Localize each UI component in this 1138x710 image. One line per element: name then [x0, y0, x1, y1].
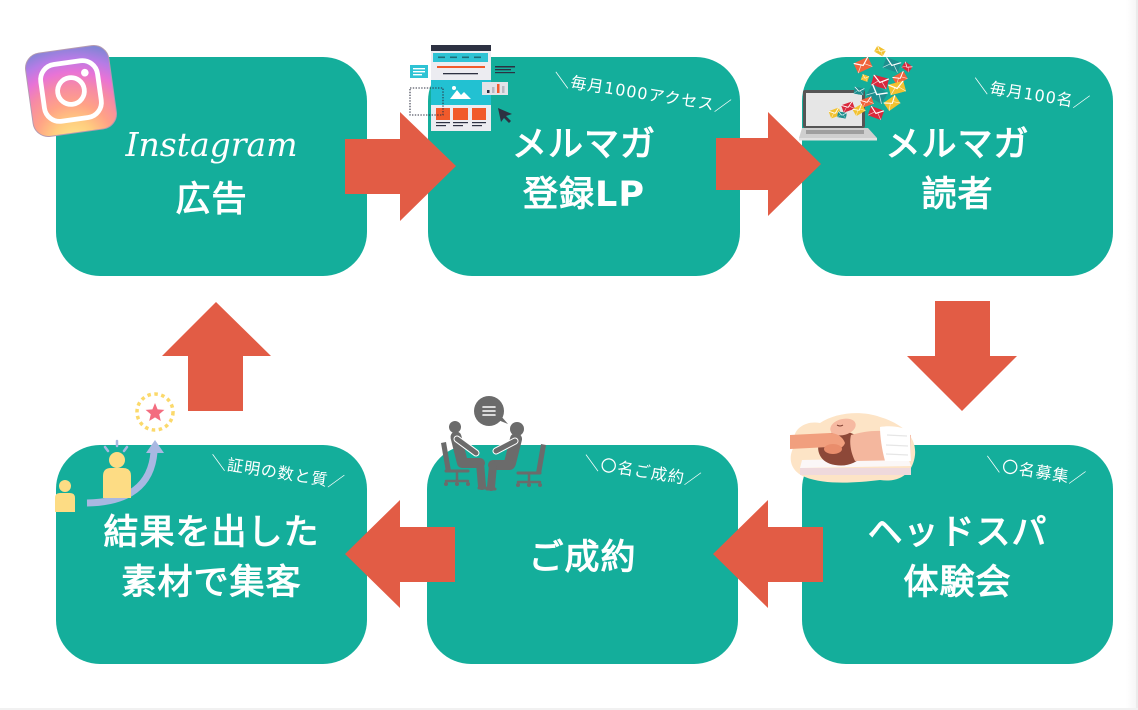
arrow-left-icon [345, 500, 455, 608]
star-icon [145, 403, 165, 421]
right-edge-shade [1126, 0, 1136, 710]
person-icon [109, 452, 125, 468]
step-box-newsletter-readers: メルマガ 読者 [802, 57, 1113, 276]
step-title-line2: 体験会 [903, 562, 1012, 603]
landing-page-icon [409, 45, 515, 131]
step-title-line2: 広告 [175, 179, 248, 220]
instagram-logo-icon [25, 45, 117, 137]
envelope-icon [901, 61, 913, 73]
envelope-icon [867, 105, 885, 121]
envelope-icon [883, 94, 901, 112]
email-laptop-icon [799, 45, 913, 141]
envelope-icon [873, 45, 887, 57]
step-title-line1: メルマガ [885, 124, 1030, 165]
step-title-line1: ご成約 [528, 537, 637, 578]
envelope-icon [887, 80, 907, 96]
arrow-right-icon [345, 112, 456, 221]
arrow-left-icon [713, 500, 823, 608]
growth-icon [55, 392, 175, 512]
step-title-line2: 登録LP [523, 174, 645, 215]
envelope-icon [853, 56, 873, 74]
right-edge-border [1136, 0, 1138, 710]
arrow-up-icon [162, 302, 271, 411]
step-title-line1: Instagram [125, 124, 298, 164]
step-title-line1: 結果を出した [103, 512, 320, 553]
step-title-line2: 素材で集客 [121, 562, 302, 603]
step-title-line1: ヘッドスパ [867, 512, 1048, 553]
arrow-right-icon [716, 112, 821, 216]
envelope-icon [882, 57, 902, 73]
envelope-icon [860, 73, 870, 83]
consultation-icon [441, 396, 546, 491]
step-title-line1: メルマガ [511, 124, 656, 165]
bottom-edge-border [0, 708, 1138, 710]
person-icon [59, 480, 71, 492]
head-spa-icon [790, 413, 916, 483]
arrow-down-icon [907, 301, 1017, 411]
step-title-line2: 読者 [921, 174, 994, 215]
